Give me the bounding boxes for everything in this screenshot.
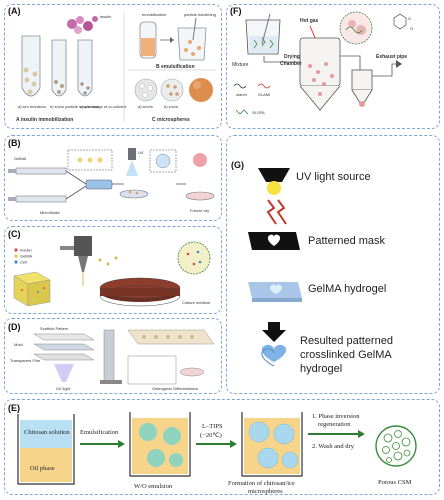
panel-d (4, 318, 222, 394)
panel-a-label: (A) (8, 6, 21, 16)
panel-g (226, 135, 440, 394)
panel-b (4, 135, 222, 221)
panel-d-label: (D) (8, 322, 21, 332)
panel-g-label: (G) (231, 160, 244, 170)
panel-a (4, 4, 222, 129)
panel-c-label: (C) (8, 229, 21, 239)
panel-b-label: (B) (8, 138, 21, 148)
panel-f (226, 4, 440, 129)
panel-e-label: (E) (8, 403, 20, 413)
panel-f-label: (F) (230, 6, 242, 16)
panel-c (4, 226, 222, 314)
panel-e (4, 399, 440, 495)
